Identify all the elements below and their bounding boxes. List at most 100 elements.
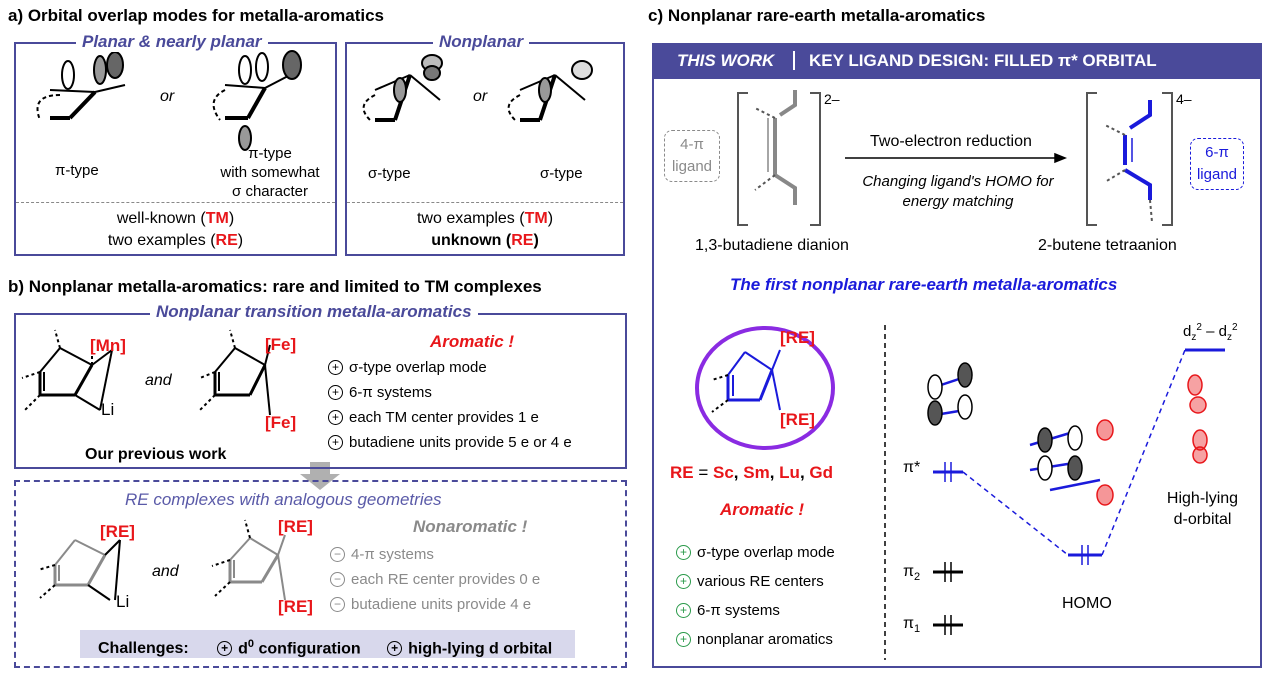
fe-bottom-label: [Fe] [265, 413, 297, 432]
tm-bullets: +σ-type overlap mode +6-π systems +each … [328, 358, 572, 458]
re-re-structure [211, 519, 286, 601]
pi-star-label: π* [903, 459, 921, 476]
dz-text: d [1218, 323, 1227, 340]
pi-symbol: π [903, 563, 915, 580]
challenges-bar: Challenges: +d0 configuration +high-lyin… [80, 630, 575, 658]
bullet-item: +σ-type overlap mode [328, 358, 572, 377]
mn-label: [Mn] [90, 336, 126, 355]
re-label: [RE] [100, 522, 135, 541]
challenge-text: configuration [254, 640, 361, 658]
challenge-text: d [238, 640, 248, 658]
pi-sigma-line: with somewhat [220, 164, 320, 181]
plus-icon: + [328, 410, 343, 425]
arrow-bottom-line: Changing ligand's HOMO for [862, 173, 1054, 190]
divider [347, 202, 623, 203]
pi-sub: 1 [914, 623, 921, 636]
or-label: or [473, 88, 488, 105]
and-label: and [152, 563, 179, 580]
nonplanar-tab: Nonplanar [433, 32, 530, 52]
re-element: Sm [743, 463, 770, 482]
li-label: Li [116, 592, 130, 611]
status-text: two examples ( [107, 232, 216, 249]
re-element: Lu [779, 463, 800, 482]
fe-top-label: [Fe] [265, 335, 297, 354]
dianion-bracket [737, 90, 821, 226]
ligand-4pi-badge: 4-π ligand [664, 130, 720, 182]
bullet-item: +6-π systems [676, 601, 835, 621]
pi1-label: π1 [903, 615, 920, 635]
homo-level [1068, 545, 1102, 565]
nonaromatic-label: Nonaromatic ! [413, 517, 528, 536]
status-text: two examples ( [416, 210, 525, 227]
correlation-lines [962, 349, 1186, 556]
orbital-sketch-top [927, 362, 973, 426]
re-tag: RE [511, 232, 534, 249]
status-text: ) [237, 232, 244, 249]
minus-icon: − [330, 572, 345, 587]
arrow-top-text: Two-electron reduction [870, 133, 1032, 150]
nonplanar-status: two examples (TM) unknown (RE) [345, 208, 625, 252]
high-lying-line: High-lying [1166, 490, 1239, 507]
tetraanion-bracket [1086, 92, 1173, 226]
pi-sigma-label: π-type with somewhat σ character [205, 144, 335, 201]
nonplanar-sigma-sketch-2 [507, 60, 593, 122]
arrow-bottom-text: Changing ligand's HOMO for energy matchi… [838, 172, 1078, 212]
challenges-label: Challenges: [98, 640, 189, 658]
re-top-label: [RE] [278, 517, 313, 536]
aromatic-label: Aromatic ! [430, 332, 515, 351]
plus-icon: + [387, 641, 403, 657]
re-bullets: −4-π systems −each RE center provides 0 … [330, 545, 540, 620]
mn-li-structure [21, 329, 113, 411]
tm-tag: TM [205, 210, 229, 227]
tm-tag: TM [524, 210, 548, 227]
ligand-6pi-text: 6-π [1205, 144, 1229, 161]
dianion-label: 1,3-butadiene dianion [695, 237, 849, 254]
previous-work: Our previous work [85, 446, 227, 463]
tm-tab: Nonplanar transition metalla-aromatics [150, 302, 478, 322]
re-bottom-label: [RE] [780, 410, 815, 429]
bullet-item: −each RE center provides 0 e [330, 570, 540, 589]
arrow-bottom-line: energy matching [902, 193, 1014, 210]
plus-icon: + [217, 641, 233, 657]
re-complex-structure [711, 349, 781, 413]
bullet-item: −4-π systems [330, 545, 540, 564]
divider [16, 202, 335, 203]
pi-sigma-line: π-type [248, 145, 292, 162]
fe-fe-structure [199, 329, 271, 416]
pi-type-label: π-type [55, 162, 99, 179]
re-tag: RE [215, 232, 238, 249]
d-orbital-sketch [1187, 374, 1208, 464]
plus-icon: + [328, 385, 343, 400]
down-arrow [300, 462, 340, 490]
pi-sigma-line: σ character [232, 183, 308, 200]
homo-label: HOMO [1062, 595, 1112, 612]
high-lying-label: High-lying d-orbital [1150, 488, 1255, 530]
sigma-type-label: σ-type [540, 165, 583, 182]
pi-sub: 2 [914, 571, 921, 584]
banner: THIS WORK KEY LIGAND DESIGN: FILLED π* O… [652, 43, 1262, 79]
ligand-4pi-text: 4-π [680, 136, 704, 153]
re-box [14, 480, 627, 668]
planar-tab: Planar & nearly planar [76, 32, 268, 52]
re-element: Sc [713, 463, 734, 482]
minus-icon: − [330, 547, 345, 562]
challenge-text: high-lying d orbital [408, 640, 553, 658]
plus-icon: + [676, 603, 691, 618]
bullet-item: +butadiene units provide 5 e or 4 e [328, 433, 572, 452]
panel-c-title: c) Nonplanar rare-earth metalla-aromatic… [648, 6, 986, 25]
charge-2: 2– [824, 91, 840, 107]
re-eq-text: RE [670, 463, 694, 482]
charge-4: 4– [1176, 91, 1192, 107]
pi2-level [933, 562, 963, 582]
ligand-6pi-text: ligand [1196, 166, 1238, 183]
ligand-6pi-badge: 6-π ligand [1190, 138, 1244, 190]
plus-icon: + [676, 632, 691, 647]
re-complex-circle [695, 326, 835, 450]
banner-right: KEY LIGAND DESIGN: FILLED π* ORBITAL [809, 51, 1157, 70]
plus-icon: + [676, 574, 691, 589]
bullet-item: +σ-type overlap mode [676, 543, 835, 563]
re-element: Gd [809, 463, 834, 482]
re-bottom-label: [RE] [278, 597, 313, 616]
ligand-4pi-text: ligand [671, 158, 713, 175]
plus-icon: + [328, 360, 343, 375]
